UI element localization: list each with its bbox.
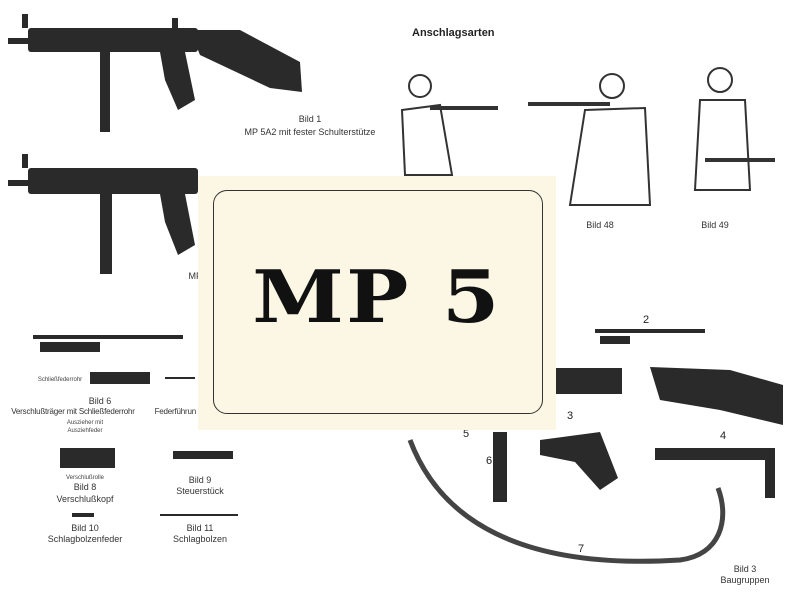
bild9-label: Bild 9 — [188, 475, 212, 485]
part-number-2: 2 — [643, 314, 650, 326]
bild7-caption-partial: Federführun — [154, 407, 197, 416]
part-number-7: 7 — [578, 543, 585, 555]
bild8-label: Bild 8 — [73, 482, 97, 492]
bild48-label: Bild 48 — [586, 220, 614, 230]
bild8-part-label-2: Verschlußrolle — [65, 475, 104, 481]
bild3-label: Bild 3 — [733, 564, 757, 574]
bild9-caption: Steuerstück — [176, 486, 224, 496]
bild1-caption: MP 5A2 mit fester Schulterstütze — [244, 127, 376, 137]
part-number-4: 4 — [720, 430, 727, 442]
bild6-label: Bild 6 — [88, 396, 112, 406]
shooting-stance-figures — [400, 67, 775, 206]
parts-illustrations — [33, 329, 783, 517]
sling-illustration — [407, 439, 726, 564]
cover-title: MP 5 — [252, 254, 502, 339]
bild2-caption-partial: MF — [188, 271, 202, 281]
bild49-label: Bild 49 — [701, 220, 729, 230]
bild8-caption: Verschlußkopf — [56, 494, 114, 504]
bild3-caption: Baugruppen — [720, 575, 770, 585]
mp5-rifle-illustration-2 — [8, 154, 198, 274]
cover-border-frame — [213, 190, 543, 414]
bild1-label: Bild 1 — [298, 114, 322, 124]
bild11-label: Bild 11 — [186, 523, 214, 533]
bild10-label: Bild 10 — [71, 523, 99, 533]
part-number-3: 3 — [567, 410, 574, 422]
section-heading: Anschlagsarten — [412, 27, 495, 39]
bild11-caption: Schlagbolzen — [172, 534, 228, 544]
bild6-part-label: Schließfederrohr — [37, 377, 83, 383]
mp5-rifle-illustration-1 — [8, 14, 302, 132]
part-number-5: 5 — [463, 428, 470, 440]
bild8-part-label-1: Auszieher mit Ausziehfeder — [66, 420, 104, 434]
bild10-caption: Schlagbolzenfeder — [47, 534, 123, 544]
part-number-6: 6 — [486, 455, 493, 467]
bild6-caption: Verschlußträger mit Schließfederrohr — [11, 407, 135, 416]
manual-cover-card: MP 5 — [198, 176, 556, 430]
